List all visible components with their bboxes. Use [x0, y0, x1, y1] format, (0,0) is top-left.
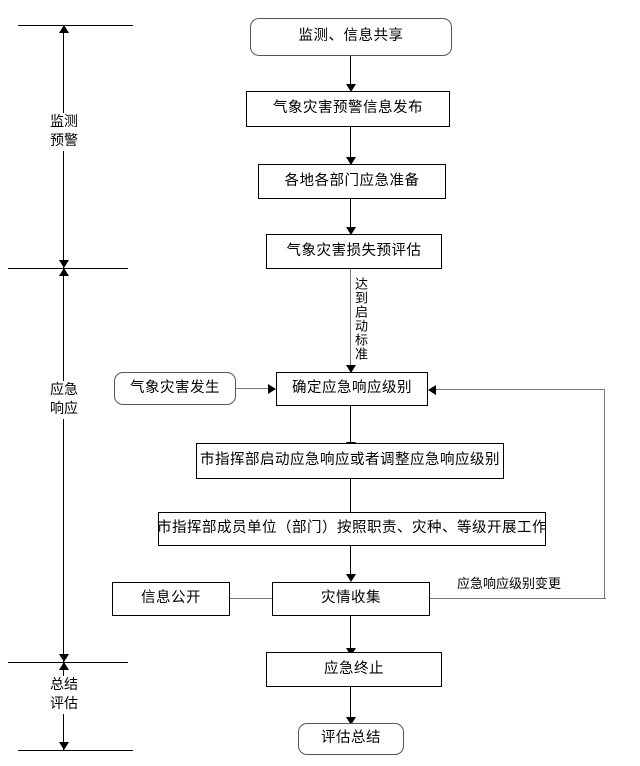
phase-arrow-response-down [59, 654, 69, 662]
edge-label-activation-criteria: 达到启动标准 [352, 275, 367, 363]
connector-collection-to-termination [350, 615, 352, 649]
arrow-termination-to-summary [346, 717, 356, 725]
node-department-prep[interactable]: 各地各部门应急准备 [258, 164, 446, 199]
node-disaster-collection[interactable]: 灾情收集 [272, 582, 430, 616]
phase-arrow-monitoring-up [59, 25, 69, 33]
node-emergency-termination[interactable]: 应急终止 [266, 652, 442, 687]
node-info-disclosure[interactable]: 信息公开 [112, 582, 230, 616]
arrow-monitoring-to-warning [346, 84, 356, 92]
phase-arrow-response-up [59, 268, 69, 276]
feedback-line-bottom [430, 598, 606, 600]
arrow-disaster-to-determine [268, 384, 276, 394]
node-warning-release[interactable]: 气象灾害预警信息发布 [246, 91, 450, 127]
phase-arrow-monitoring-down [59, 260, 69, 268]
node-determine-level[interactable]: 确定应急响应级别 [276, 372, 428, 406]
phase-label-monitoring: 监测 预警 [34, 113, 94, 151]
node-city-hq-activate[interactable]: 市指挥部启动应急响应或者调整应急响应级别 [196, 443, 504, 479]
connector-monitoring-to-warning [350, 55, 352, 85]
phase-label-summary-line2: 评估 [50, 695, 78, 712]
phase-tick-top [18, 25, 133, 27]
connector-memberunits-to-collection [350, 545, 352, 575]
arrow-preassessment-to-determine [346, 365, 356, 373]
arrow-warning-to-prep [346, 157, 356, 165]
phase-label-response-line1: 应急 [50, 382, 78, 398]
phase-label-response-line2: 响应 [50, 400, 78, 417]
arrow-feedback-to-determine [428, 385, 436, 395]
phase-label-summary: 总结 评估 [34, 676, 94, 714]
connector-determine-to-cityhq [350, 405, 352, 443]
phase-axis-response [63, 268, 65, 662]
connector-cityhq-to-memberunits [350, 478, 352, 513]
phase-label-monitoring-line2: 预警 [50, 132, 78, 149]
phase-tick-bottom [18, 750, 133, 752]
connector-disaster-to-determine [235, 388, 273, 390]
phase-label-monitoring-line1: 监测 [50, 114, 78, 130]
connector-preassessment-to-determine [350, 268, 352, 368]
arrow-memberunits-to-collection [346, 574, 356, 582]
connector-termination-to-summary [350, 686, 352, 718]
phase-arrow-summary-up [59, 662, 69, 670]
feedback-line-right [604, 389, 606, 599]
feedback-line-top [436, 389, 605, 391]
node-disaster-occurs[interactable]: 气象灾害发生 [114, 372, 236, 405]
node-monitoring-sharing[interactable]: 监测、信息共享 [250, 18, 452, 56]
phase-label-response: 应急 响应 [34, 381, 94, 419]
phase-label-summary-line1: 总结 [50, 677, 78, 693]
connector-prep-to-preassessment [350, 198, 352, 228]
connector-collection-to-disclosure [230, 598, 272, 600]
phase-arrow-summary-down [59, 742, 69, 750]
node-member-units-work[interactable]: 市指挥部成员单位（部门）按照职责、灾种、等级开展工作 [157, 512, 547, 546]
node-assessment-summary[interactable]: 评估总结 [298, 723, 404, 755]
node-loss-preassessment[interactable]: 气象灾害损失预评估 [266, 234, 442, 269]
edge-label-level-change: 应急响应级别变更 [455, 573, 564, 592]
arrow-prep-to-preassessment [346, 227, 356, 235]
connector-warning-to-prep [350, 126, 352, 158]
